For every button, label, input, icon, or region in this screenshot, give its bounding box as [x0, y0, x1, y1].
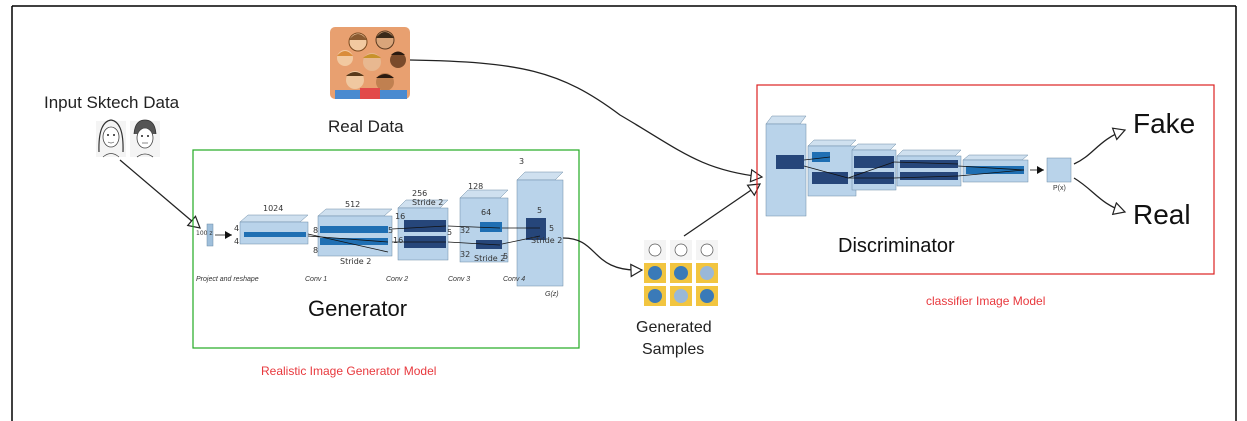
gen-stage-conv4: Conv 4: [503, 276, 526, 283]
generated-samples-grid: [644, 240, 718, 306]
gen-size-5d: 5: [447, 228, 453, 237]
gen-size-4b: 4: [234, 237, 240, 246]
gen-stride-2: Stride 2: [412, 198, 444, 207]
disc-output-label: P(x): [1053, 185, 1066, 192]
gen-size-32b: 32: [460, 250, 471, 259]
gen-dim-3: 3: [519, 157, 525, 166]
arrow-to-real: [1073, 177, 1125, 212]
gen-size-5b: 5: [549, 224, 555, 233]
gen-stride-3: Stride 2: [474, 254, 506, 263]
gen-stage-conv3: Conv 3: [448, 276, 471, 283]
gen-stage-conv2: Conv 2: [386, 276, 409, 283]
gen-filter-5: [526, 218, 546, 240]
discriminator-box: [756, 84, 1215, 275]
gen-filter-1: [244, 232, 306, 237]
gen-size-8b: 8: [313, 246, 319, 255]
generated-samples-label-2: Samples: [642, 341, 705, 358]
gen-size-5a: 5: [537, 206, 543, 215]
gen-filter-2b: [320, 238, 388, 245]
gen-dim-1024: 1024: [263, 204, 284, 213]
real-label: Real: [1133, 199, 1191, 230]
gen-dim-128: 128: [468, 182, 484, 191]
gen-dim-64: 64: [481, 208, 492, 217]
arrow-generator-to-samples: [562, 237, 642, 270]
generator-box: [192, 149, 580, 349]
gen-size-8a: 8: [313, 226, 319, 235]
input-sketch-label: Input Sktech Data: [44, 93, 180, 112]
gen-stride-1: Stride 2: [340, 257, 372, 266]
gen-size-16b: 16: [393, 236, 404, 245]
gen-dim-256: 256: [412, 189, 428, 198]
arrow-real-to-discriminator: [409, 59, 762, 177]
fake-label: Fake: [1133, 108, 1196, 139]
gen-stage-gz: G(z): [545, 291, 559, 298]
gen-size-4a: 4: [234, 224, 240, 233]
arrow-samples-to-discriminator: [683, 184, 760, 237]
generator-caption: Realistic Image Generator Model: [261, 364, 437, 378]
gen-size-32a: 32: [460, 226, 471, 235]
discriminator-network: [765, 115, 1072, 217]
arrow-to-fake: [1073, 130, 1125, 165]
disc-filter-5: [966, 166, 1024, 174]
generated-samples-label-1: Generated: [636, 319, 712, 336]
gen-stride-4: Stride 2: [531, 236, 563, 245]
arrow-sketch-to-generator: [119, 159, 200, 228]
gen-dim-z: 100 z: [196, 230, 213, 237]
generator-title: Generator: [308, 296, 408, 321]
gen-stage-conv1: Conv 1: [305, 276, 328, 283]
disc-filter-4: [900, 172, 958, 180]
real-data-crowd-icon: [330, 27, 410, 99]
sketch-face-left-icon: [96, 119, 126, 158]
disc-filter-1: [776, 155, 804, 169]
discriminator-title: Discriminator: [838, 235, 955, 257]
gen-stage-project: Project and reshape: [196, 276, 259, 283]
gen-size-5e: 5: [503, 252, 509, 261]
discriminator-caption: classifier Image Model: [926, 294, 1046, 308]
generator-network: [206, 171, 564, 287]
gen-size-16a: 16: [395, 212, 406, 221]
gen-filter-3a: [404, 220, 446, 232]
disc-output-node: [1046, 157, 1072, 183]
sketch-face-right-icon: [130, 119, 160, 158]
gen-filter-2a: [320, 226, 388, 233]
gen-filter-4a: [480, 222, 502, 232]
gen-size-5c: 5: [388, 226, 394, 235]
gen-dim-512: 512: [345, 200, 361, 209]
real-data-label: Real Data: [328, 117, 404, 136]
z-input-bar: [206, 223, 214, 247]
disc-filter-2: [812, 172, 848, 184]
